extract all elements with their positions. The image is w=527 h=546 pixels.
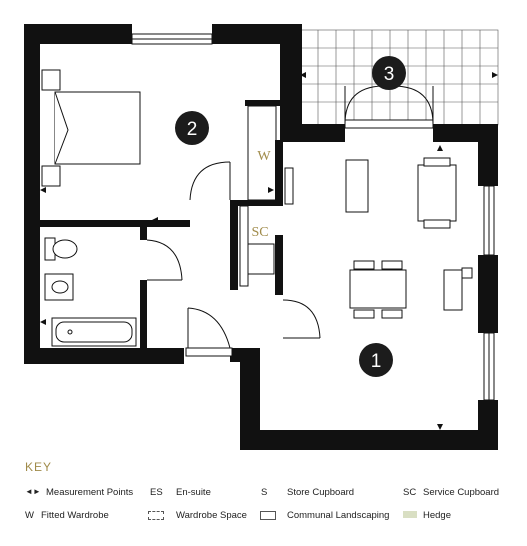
wardrobe-space-swatch (148, 511, 164, 520)
room-number-1: 1 (371, 351, 382, 372)
measurement-points (40, 72, 498, 430)
balcony-doors (344, 85, 434, 129)
bedroom-door (189, 161, 231, 201)
bathroom-door (146, 239, 183, 281)
key-code-measurement: ◄► (25, 487, 41, 496)
key-code-ensuite: ES (150, 487, 163, 498)
key-label-ensuite: En-suite (176, 487, 211, 498)
wardrobe (247, 105, 277, 201)
key-code-wardrobe: W (25, 510, 34, 521)
key-label-store: Store Cupboard (287, 487, 355, 498)
key-label-service: Service Cupboard (423, 487, 500, 498)
key-code-store: S (261, 487, 268, 498)
floor-plan: 1 2 3 W SC (24, 24, 499, 450)
walls (24, 24, 498, 450)
bedroom-window (131, 33, 213, 45)
living-windows (483, 185, 495, 401)
key-label-wardrobe-space: Wardrobe Space (176, 510, 247, 521)
tv-unit (284, 167, 294, 205)
communal-landscaping-swatch (260, 511, 276, 520)
service-cupboard-label: SC (251, 225, 268, 240)
key-label-hedge: Hedge (423, 510, 451, 521)
key-label-communal: Communal Landscaping (287, 510, 390, 521)
living-furniture (345, 157, 473, 319)
hedge-swatch (403, 511, 417, 518)
key-code-service: SC (403, 487, 417, 498)
key-label-measurement: Measurement Points (46, 487, 134, 498)
key-title: KEY (25, 460, 53, 474)
bed (41, 69, 141, 187)
room-badge-2: 2 (175, 111, 209, 145)
living-door (282, 299, 321, 339)
room-number-3: 3 (384, 64, 395, 85)
entrance-door (185, 307, 233, 357)
room-badge-3: 3 (372, 56, 406, 90)
wardrobe-label: W (257, 149, 271, 164)
room-badge-1: 1 (359, 343, 393, 377)
key-label-wardrobe: Fitted Wardrobe (41, 510, 109, 521)
room-number-2: 2 (187, 119, 198, 140)
bathroom-fixtures (44, 237, 137, 347)
service-cupboard (239, 205, 275, 287)
